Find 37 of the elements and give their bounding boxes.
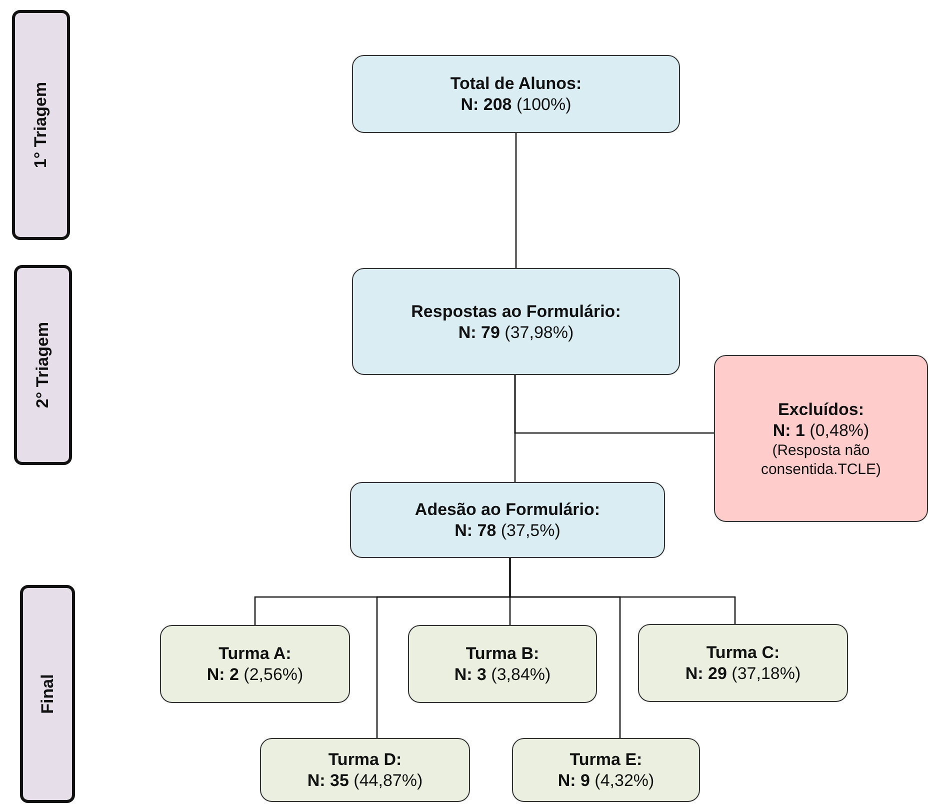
stage-label: 1° Triagem (31, 82, 51, 168)
process-box (408, 625, 597, 703)
count-text: N: 2 (2,56%) (206, 664, 304, 685)
process-box (512, 738, 700, 802)
box-heading: Excluídos: (778, 398, 864, 420)
box-heading: Turma B: (466, 643, 540, 664)
count-text: N: 208 (100%) (460, 94, 572, 115)
box-heading: Turma D: (328, 749, 402, 770)
connector-line (509, 558, 621, 738)
box-heading: Respostas ao Formulário: (411, 300, 621, 322)
process-box (350, 482, 665, 558)
connector-line (514, 375, 714, 434)
process-box (352, 268, 680, 375)
count-text: N: 35 (44,87%) (307, 770, 423, 791)
count-text: N: 3 (3,84%) (454, 664, 551, 685)
count-text: N: 78 (37,5%) (454, 520, 560, 541)
count-text: N: 9 (4,32%) (558, 770, 654, 791)
box-heading: Total de Alunos: (450, 73, 582, 94)
box-heading: Turma E: (570, 749, 642, 770)
connector-line (515, 133, 517, 268)
process-box (638, 624, 848, 702)
stage-band (12, 10, 70, 240)
process-box (260, 738, 470, 802)
process-box (160, 625, 350, 703)
stage-band (14, 265, 72, 465)
box-heading: Adesão ao Formulário: (414, 499, 600, 520)
stage-label: 2° Triagem (33, 322, 53, 408)
box-heading: Turma A: (218, 643, 292, 664)
process-box (714, 355, 928, 522)
process-box (352, 55, 680, 133)
box-heading: Turma C: (706, 642, 780, 663)
stage-label: Final (38, 674, 58, 714)
stage-band (20, 585, 75, 803)
note-text: (Resposta não consentida.TCLE) (760, 440, 882, 478)
count-text: N: 79 (37,98%) (458, 322, 574, 342)
count-text: N: 1 (0,48%) (772, 420, 870, 440)
count-text: N: 29 (37,18%) (685, 663, 801, 684)
